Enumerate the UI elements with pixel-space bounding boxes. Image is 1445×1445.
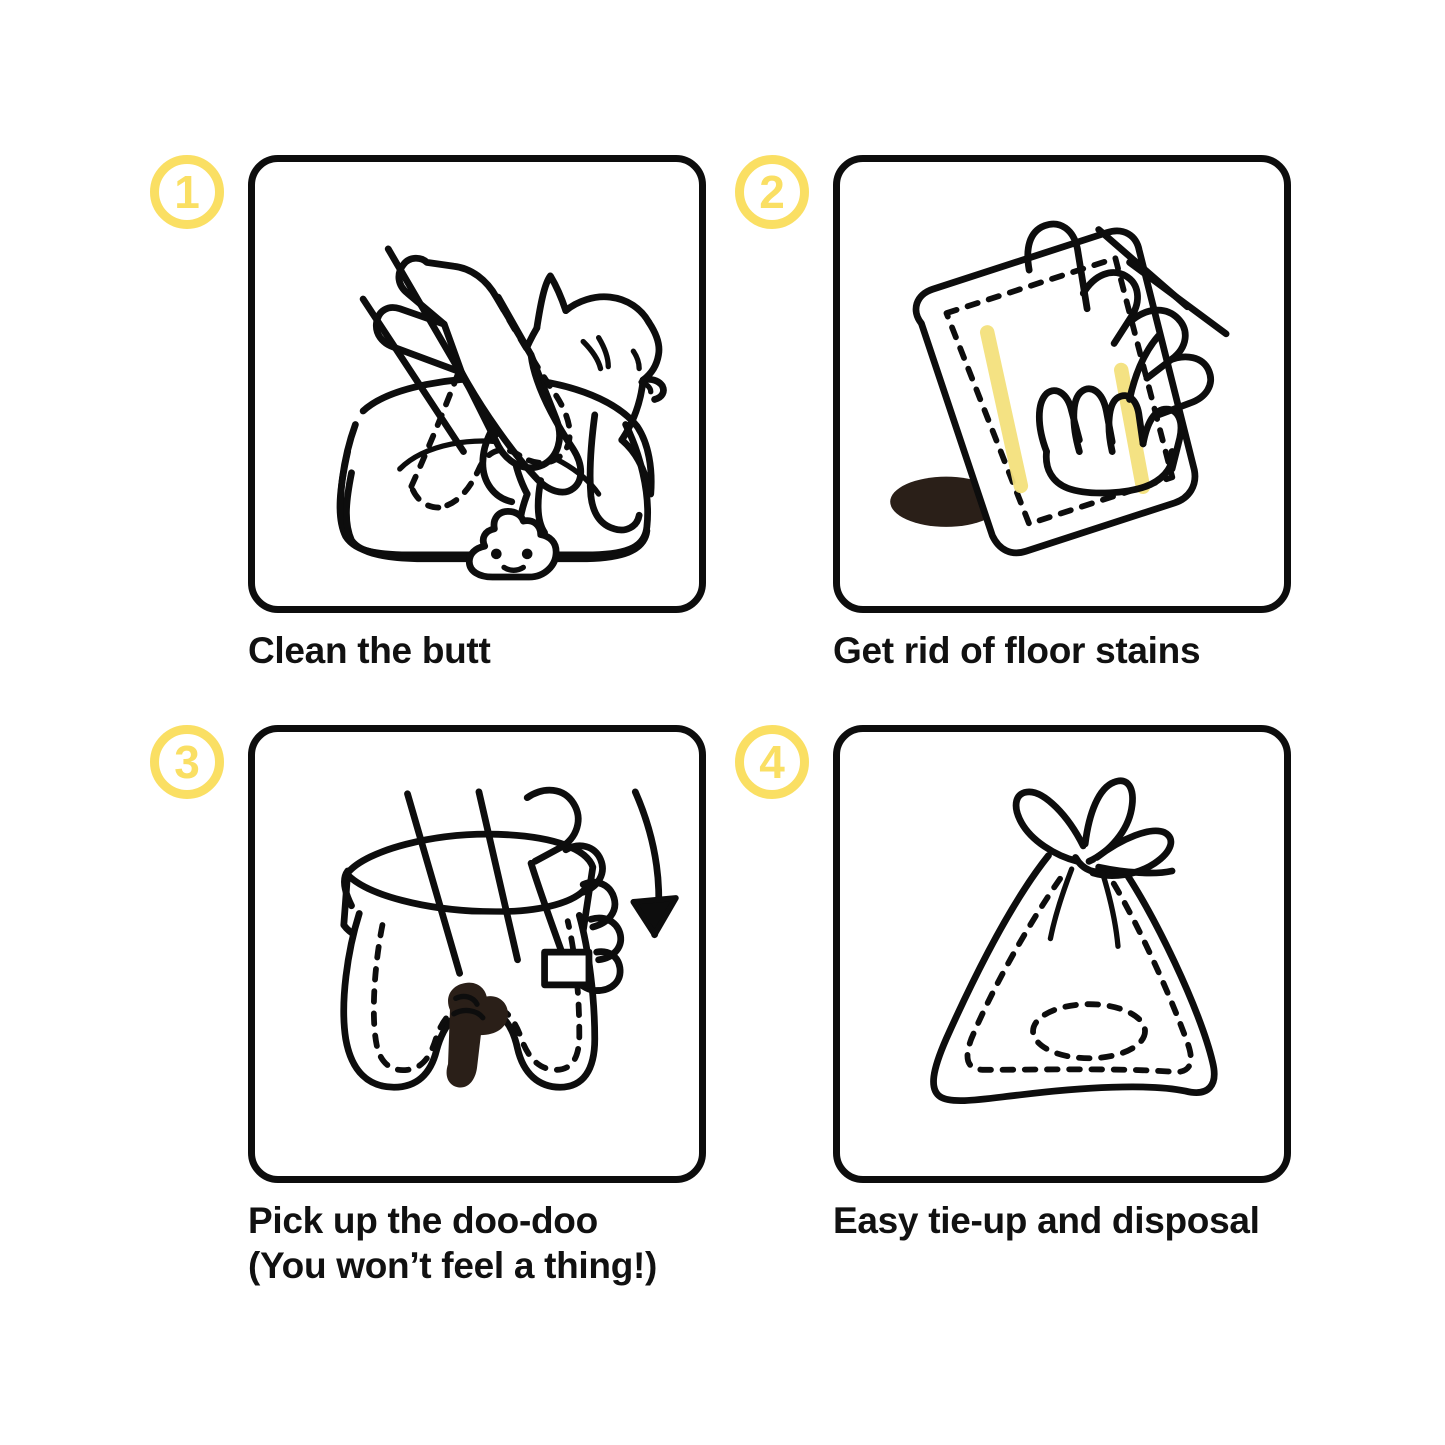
step-number-badge-2: 2 bbox=[735, 155, 809, 229]
poop-eye-left bbox=[490, 548, 502, 560]
step-caption-3: Pick up the doo-doo (You won’t feel a th… bbox=[248, 1200, 658, 1287]
wipe-streak-left bbox=[979, 325, 1029, 494]
fingers-above-sheet-icon bbox=[1024, 220, 1230, 419]
step-number-label: 4 bbox=[759, 736, 785, 788]
steps-grid: 1 bbox=[150, 150, 1300, 1310]
poop-icon bbox=[446, 982, 508, 1088]
tied-bag-illustration bbox=[930, 777, 1218, 1104]
step-2: 2 bbox=[735, 150, 1300, 720]
step-number-label: 3 bbox=[174, 736, 200, 788]
gripping-hand-icon bbox=[523, 786, 625, 995]
step-1: 1 bbox=[150, 150, 735, 720]
step-illustration-panel-1 bbox=[248, 155, 706, 613]
poop-eye-right bbox=[521, 548, 533, 560]
pick-up-poop-illustration bbox=[340, 786, 679, 1091]
step-illustration-panel-4 bbox=[833, 725, 1291, 1183]
wipe-streak-right bbox=[1113, 362, 1151, 495]
cat-litter-box-illustration bbox=[336, 245, 667, 581]
floor-stain-wipe-illustration bbox=[890, 220, 1230, 557]
step-number-badge-3: 3 bbox=[150, 725, 224, 799]
step-number-badge-4: 4 bbox=[735, 725, 809, 799]
motion-arrow-icon bbox=[630, 788, 679, 939]
step-illustration-panel-2 bbox=[833, 155, 1291, 613]
hand-through-glove-icon bbox=[1035, 332, 1185, 497]
step-illustration-panel-3 bbox=[248, 725, 706, 1183]
step-3: 3 bbox=[150, 720, 735, 1310]
bag-knot-bow-icon bbox=[1012, 777, 1176, 949]
disposable-glove-icon bbox=[359, 245, 585, 511]
step-caption-2: Get rid of floor stains bbox=[833, 630, 1201, 671]
step-caption-1: Clean the butt bbox=[248, 630, 491, 671]
bag-contents-outline bbox=[1030, 1001, 1148, 1062]
step-number-badge-1: 1 bbox=[150, 155, 224, 229]
step-4: 4 bbox=[735, 720, 1300, 1310]
tied-bag-icon bbox=[930, 852, 1218, 1104]
crossing-lines bbox=[404, 788, 521, 977]
step-number-label: 2 bbox=[759, 166, 785, 218]
poop-mouth bbox=[501, 564, 526, 573]
step-number-label: 1 bbox=[174, 166, 200, 218]
poop-emoji-icon bbox=[465, 508, 560, 581]
step-caption-4: Easy tie-up and disposal bbox=[833, 1200, 1260, 1241]
